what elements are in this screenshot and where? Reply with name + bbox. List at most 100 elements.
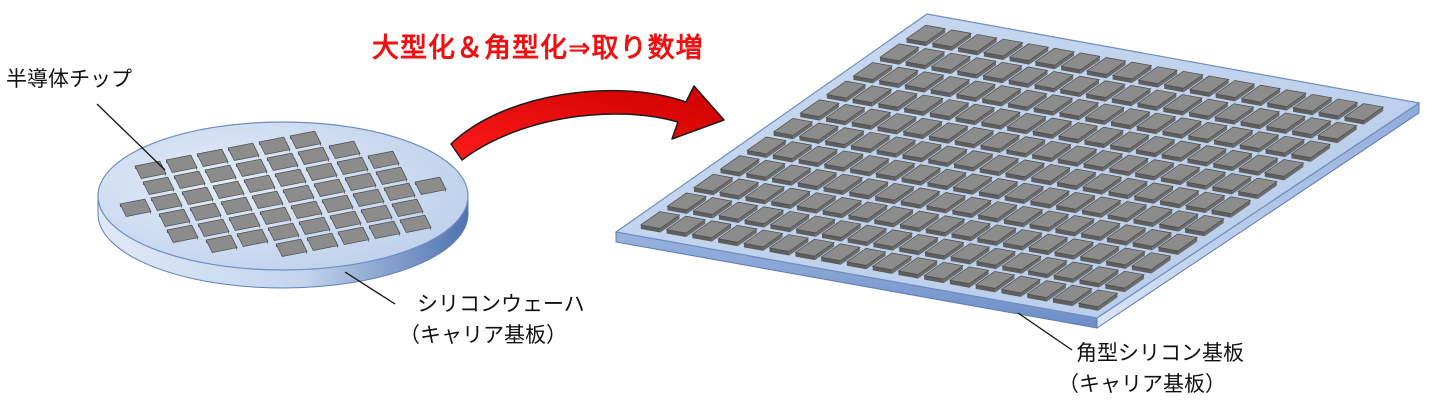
panel-chip-side — [1106, 238, 1127, 246]
panel-chip-side-right — [738, 205, 758, 224]
panel-chip-top — [1085, 57, 1127, 75]
panel-chip-side-right — [740, 159, 760, 177]
panel-chip-top — [1317, 98, 1359, 117]
panel-chip-side-right — [1338, 102, 1358, 120]
panel-chip-side-right — [999, 158, 1019, 177]
panel-chip-top — [1135, 112, 1177, 131]
panel-chip-side-right — [686, 196, 707, 214]
panel-chip — [924, 215, 966, 237]
wafer-chips — [119, 130, 447, 257]
panel-chip-side — [848, 215, 869, 223]
panel-chip-side — [1238, 168, 1259, 176]
panel-chip-top — [742, 229, 784, 248]
wafer-chip — [204, 164, 237, 183]
panel-chip-side — [899, 247, 919, 256]
panel-chip-side-right — [845, 107, 865, 126]
wafer-chip-top — [228, 212, 261, 231]
panel-chip-top — [1106, 201, 1148, 219]
panel-chip — [1157, 233, 1199, 255]
panel-chip — [982, 61, 1023, 84]
panel-chip-side-right — [1079, 79, 1100, 98]
panel-chip — [769, 210, 811, 233]
panel-chip-top — [1132, 205, 1174, 224]
panel-chip — [1052, 284, 1093, 307]
panel-chip-side-right — [871, 112, 891, 130]
panel-chip-side — [1213, 163, 1233, 172]
panel-chip-top — [796, 192, 837, 210]
panel-chip-side — [1106, 261, 1126, 269]
panel-chip-side — [1240, 121, 1261, 130]
panel-chip-side — [1189, 112, 1209, 121]
panel-chip — [1211, 173, 1253, 195]
panel-chip-side — [1005, 173, 1026, 181]
panel-chip-top — [1134, 159, 1175, 177]
panel-chip-side — [1081, 210, 1102, 218]
panel-chip-top — [954, 103, 996, 122]
panel-chip — [1131, 228, 1173, 251]
panel-chip — [1159, 187, 1200, 209]
panel-chip-top — [1237, 177, 1278, 196]
panel-chip-top — [1033, 71, 1075, 89]
panel-chip-side — [982, 98, 1002, 107]
panel-chip — [928, 99, 970, 121]
panel-chip-top — [745, 159, 786, 178]
panel-chip-side-right — [1072, 288, 1092, 307]
panel-chip-top — [1055, 191, 1096, 210]
panel-chip-side — [796, 206, 817, 214]
panel-chip-top — [771, 164, 812, 183]
panel-chip-side-right — [1259, 135, 1279, 153]
panel-chip-top — [825, 104, 866, 122]
panel-chip-side-right — [1207, 125, 1228, 144]
panel-chip-side-right — [712, 201, 732, 219]
wafer-chip — [328, 140, 361, 159]
panel-chip-side — [1003, 219, 1024, 228]
panel-chip — [1007, 89, 1048, 112]
panel-chip-top — [956, 57, 997, 75]
panel-chip — [746, 136, 787, 158]
panel-chip — [1134, 159, 1175, 181]
panel-chip-side — [1112, 75, 1133, 84]
panel-chip — [1057, 122, 1099, 144]
panel-chip — [876, 113, 918, 135]
panel-chip-side-right — [926, 28, 946, 47]
panel-chip — [1085, 80, 1126, 102]
panel-chip-side — [1035, 61, 1055, 70]
panel-chip-side-right — [1206, 172, 1226, 190]
panel-chip-top — [981, 85, 1022, 103]
panel-chip-side — [901, 178, 922, 186]
panel-chip-side — [978, 191, 999, 200]
panel-chip-side-right — [1183, 74, 1203, 93]
panel-chip-side-right — [866, 251, 886, 270]
panel-chip-side — [1239, 145, 1260, 153]
panel-chip — [745, 159, 786, 182]
wafer-chip-top — [205, 234, 238, 253]
panel-chip — [977, 201, 1018, 223]
panel-chip-side — [1028, 270, 1048, 279]
panel-chip — [1081, 173, 1123, 195]
panel-chip-side-right — [947, 149, 967, 167]
panel-chip-side-right — [1022, 233, 1042, 251]
wafer-chip — [134, 160, 167, 179]
panel-chip — [847, 201, 889, 223]
wafer-chip — [306, 232, 339, 251]
panel-chip-top — [794, 238, 835, 257]
panel-chip-side — [1135, 149, 1156, 158]
panel-chip-top — [1290, 140, 1331, 159]
panel-chip-side-right — [1078, 126, 1098, 144]
panel-chip-side — [957, 71, 977, 79]
panel-chip-top — [1111, 61, 1153, 80]
wafer-chip — [266, 152, 299, 171]
panel-chip-side — [1033, 108, 1054, 116]
panel-chip-side — [1009, 57, 1030, 65]
panel-chip — [954, 103, 996, 126]
panel-chip-side-right — [944, 242, 964, 260]
panel-chip — [771, 141, 813, 163]
panel-chip-side-right — [1054, 51, 1075, 70]
panel-chip-top — [1158, 210, 1199, 228]
panel-chip-side — [1215, 93, 1236, 102]
panel-chip-side — [878, 103, 898, 112]
panel-chip-side-right — [972, 177, 992, 195]
panel-chip-top — [1004, 159, 1046, 178]
panel-chip — [1053, 238, 1095, 260]
